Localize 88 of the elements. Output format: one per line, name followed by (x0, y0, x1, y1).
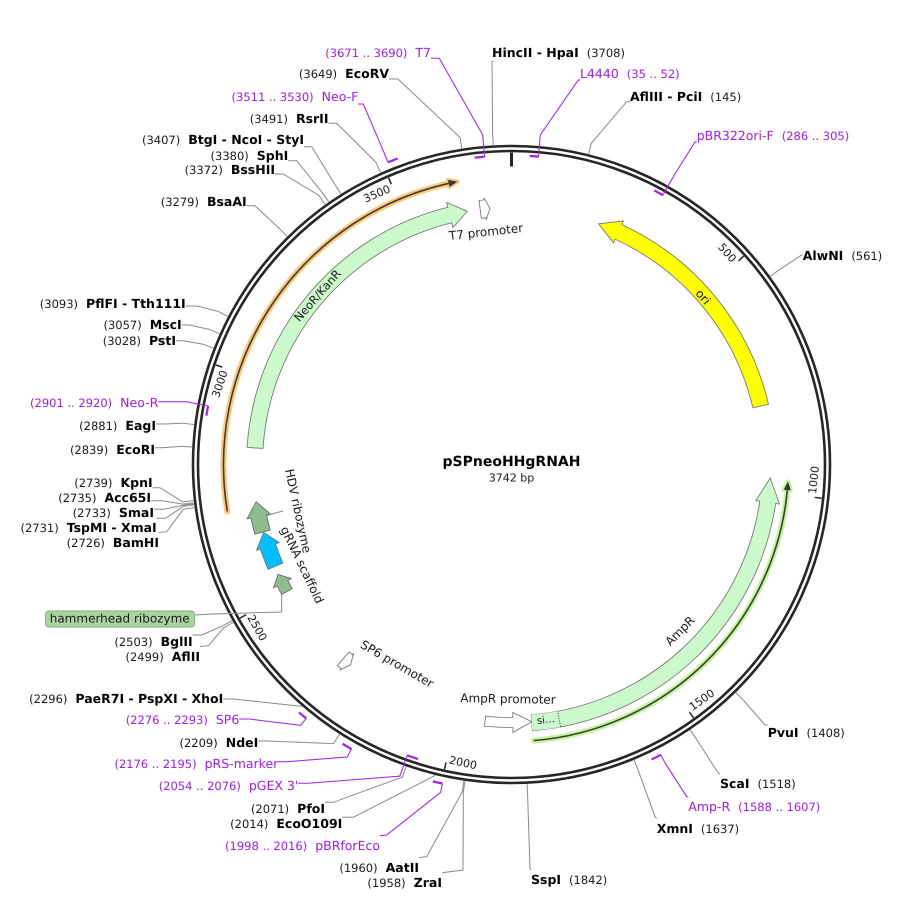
leader-line (194, 594, 282, 616)
leader-line (526, 784, 532, 871)
leader-line (770, 254, 804, 277)
primer-label: (3671 .. 3690) T7 (325, 42, 431, 61)
leader-line (328, 122, 382, 173)
leader-line (690, 729, 720, 774)
leader-line (185, 306, 228, 317)
leader-line (154, 446, 192, 448)
cut-site-label: (3491) RsrII (250, 108, 328, 127)
leader-line (200, 622, 234, 647)
leader-line (324, 766, 407, 803)
cut-site-label: AflIII - PciI (145) (630, 86, 742, 105)
cut-site-label: (3028) PstI (102, 330, 176, 350)
cut-site-label: (2839) EcoRI (70, 440, 155, 458)
leader-line (156, 504, 195, 519)
plasmid-name: pSPneoHHgRNAH (442, 454, 580, 470)
scale-label: 500 (716, 241, 738, 264)
primer-label: (3511 .. 3530) Neo-F (232, 86, 358, 106)
leader-line (735, 692, 768, 726)
feature-block (273, 574, 293, 595)
cut-site-label: (2296) PaeR7I - PspXI - XhoI (29, 688, 224, 707)
leader-line (158, 401, 209, 406)
leader-line (288, 160, 330, 202)
leader-line (154, 503, 194, 510)
leader-line (192, 620, 233, 636)
leader-line (274, 174, 326, 205)
leader-line (492, 60, 494, 146)
cut-site-label: (3093) PflFI - Tth111I (40, 294, 186, 312)
feature-tag: hammerhead ribozyme (44, 610, 195, 628)
feature-label: T7 promoter (448, 222, 524, 242)
leader-line (442, 780, 466, 874)
leader-line (298, 754, 408, 784)
scale-label: 3500 (362, 183, 392, 204)
leader-line (634, 760, 658, 819)
primer-label: (2054 .. 2076) pGEX 3' (158, 776, 298, 794)
leader-line (156, 422, 194, 426)
cut-site-label: (3407) BtgI - NcoI - StyI (142, 130, 304, 148)
primer-label: L4440 (35 .. 52) (580, 64, 680, 82)
feature-block (246, 501, 271, 535)
leader-line (418, 780, 464, 858)
leader-line (222, 698, 303, 707)
cut-site-label: (3649) EcoRV (298, 64, 389, 82)
leader-line (662, 142, 698, 196)
cut-site-label: (3057) MscI (103, 314, 182, 334)
leader-line (278, 748, 352, 762)
feature-label: si… (536, 715, 556, 728)
leader-line (538, 80, 580, 158)
feature-label: ori (693, 287, 713, 307)
cut-site-label: HincII - HpaI (3708) (492, 42, 625, 62)
leader-line (246, 205, 288, 237)
primer-label: (1998 .. 2016) pBRforEco (225, 836, 380, 854)
plasmid-length: 3742 bp (488, 472, 534, 485)
leader-line (150, 500, 194, 505)
leader-line (358, 104, 389, 163)
scale-label: 3000 (210, 369, 230, 400)
leader-line (258, 734, 340, 744)
leader-line (388, 78, 462, 149)
leader-line (588, 101, 630, 154)
leader-line (266, 510, 284, 516)
leader-line (380, 783, 443, 836)
cut-site-label: (3279) BsaAI (160, 192, 247, 210)
primer-label: (2276 .. 2293) SP6 (126, 710, 240, 728)
cut-site-label: SspI (1842) (531, 870, 608, 888)
cut-site-label: (2503) BglII (114, 632, 193, 650)
cut-site-label: ScaI (1518) (720, 774, 796, 792)
cut-site-label: AlwNI (561) (802, 246, 882, 264)
scale-label: 1000 (806, 466, 821, 495)
leader-line (238, 718, 307, 726)
cut-site-label: PvuI (1408) (768, 722, 845, 741)
primer-label: (2901 .. 2920) Neo-R (30, 392, 158, 411)
leader-line (430, 58, 486, 158)
primer-label: pBR322ori-F (286 .. 305) (696, 126, 850, 144)
leader-line (342, 774, 436, 818)
leader-line (152, 487, 194, 502)
leader-line (176, 340, 214, 349)
scale-label: 2000 (448, 754, 478, 772)
cut-site-label: XmnI (1637) (656, 818, 740, 837)
cut-site-label: (2881) EagI (79, 416, 156, 434)
leader-line (158, 507, 195, 533)
leader-line (181, 324, 220, 334)
feature-label: AmpR promoter (460, 692, 556, 706)
cut-site-label: (3380) SphI (210, 146, 288, 164)
cut-site-label: (2739) KpnI (74, 472, 153, 491)
leader-line (660, 754, 689, 798)
primer-label: (2176 .. 2195) pRS-marker (114, 754, 278, 772)
cut-site-label: (2209) NdeI (180, 732, 258, 751)
leader-line (304, 146, 342, 194)
primer-label: Amp-R (1588 .. 1607) (688, 796, 820, 815)
